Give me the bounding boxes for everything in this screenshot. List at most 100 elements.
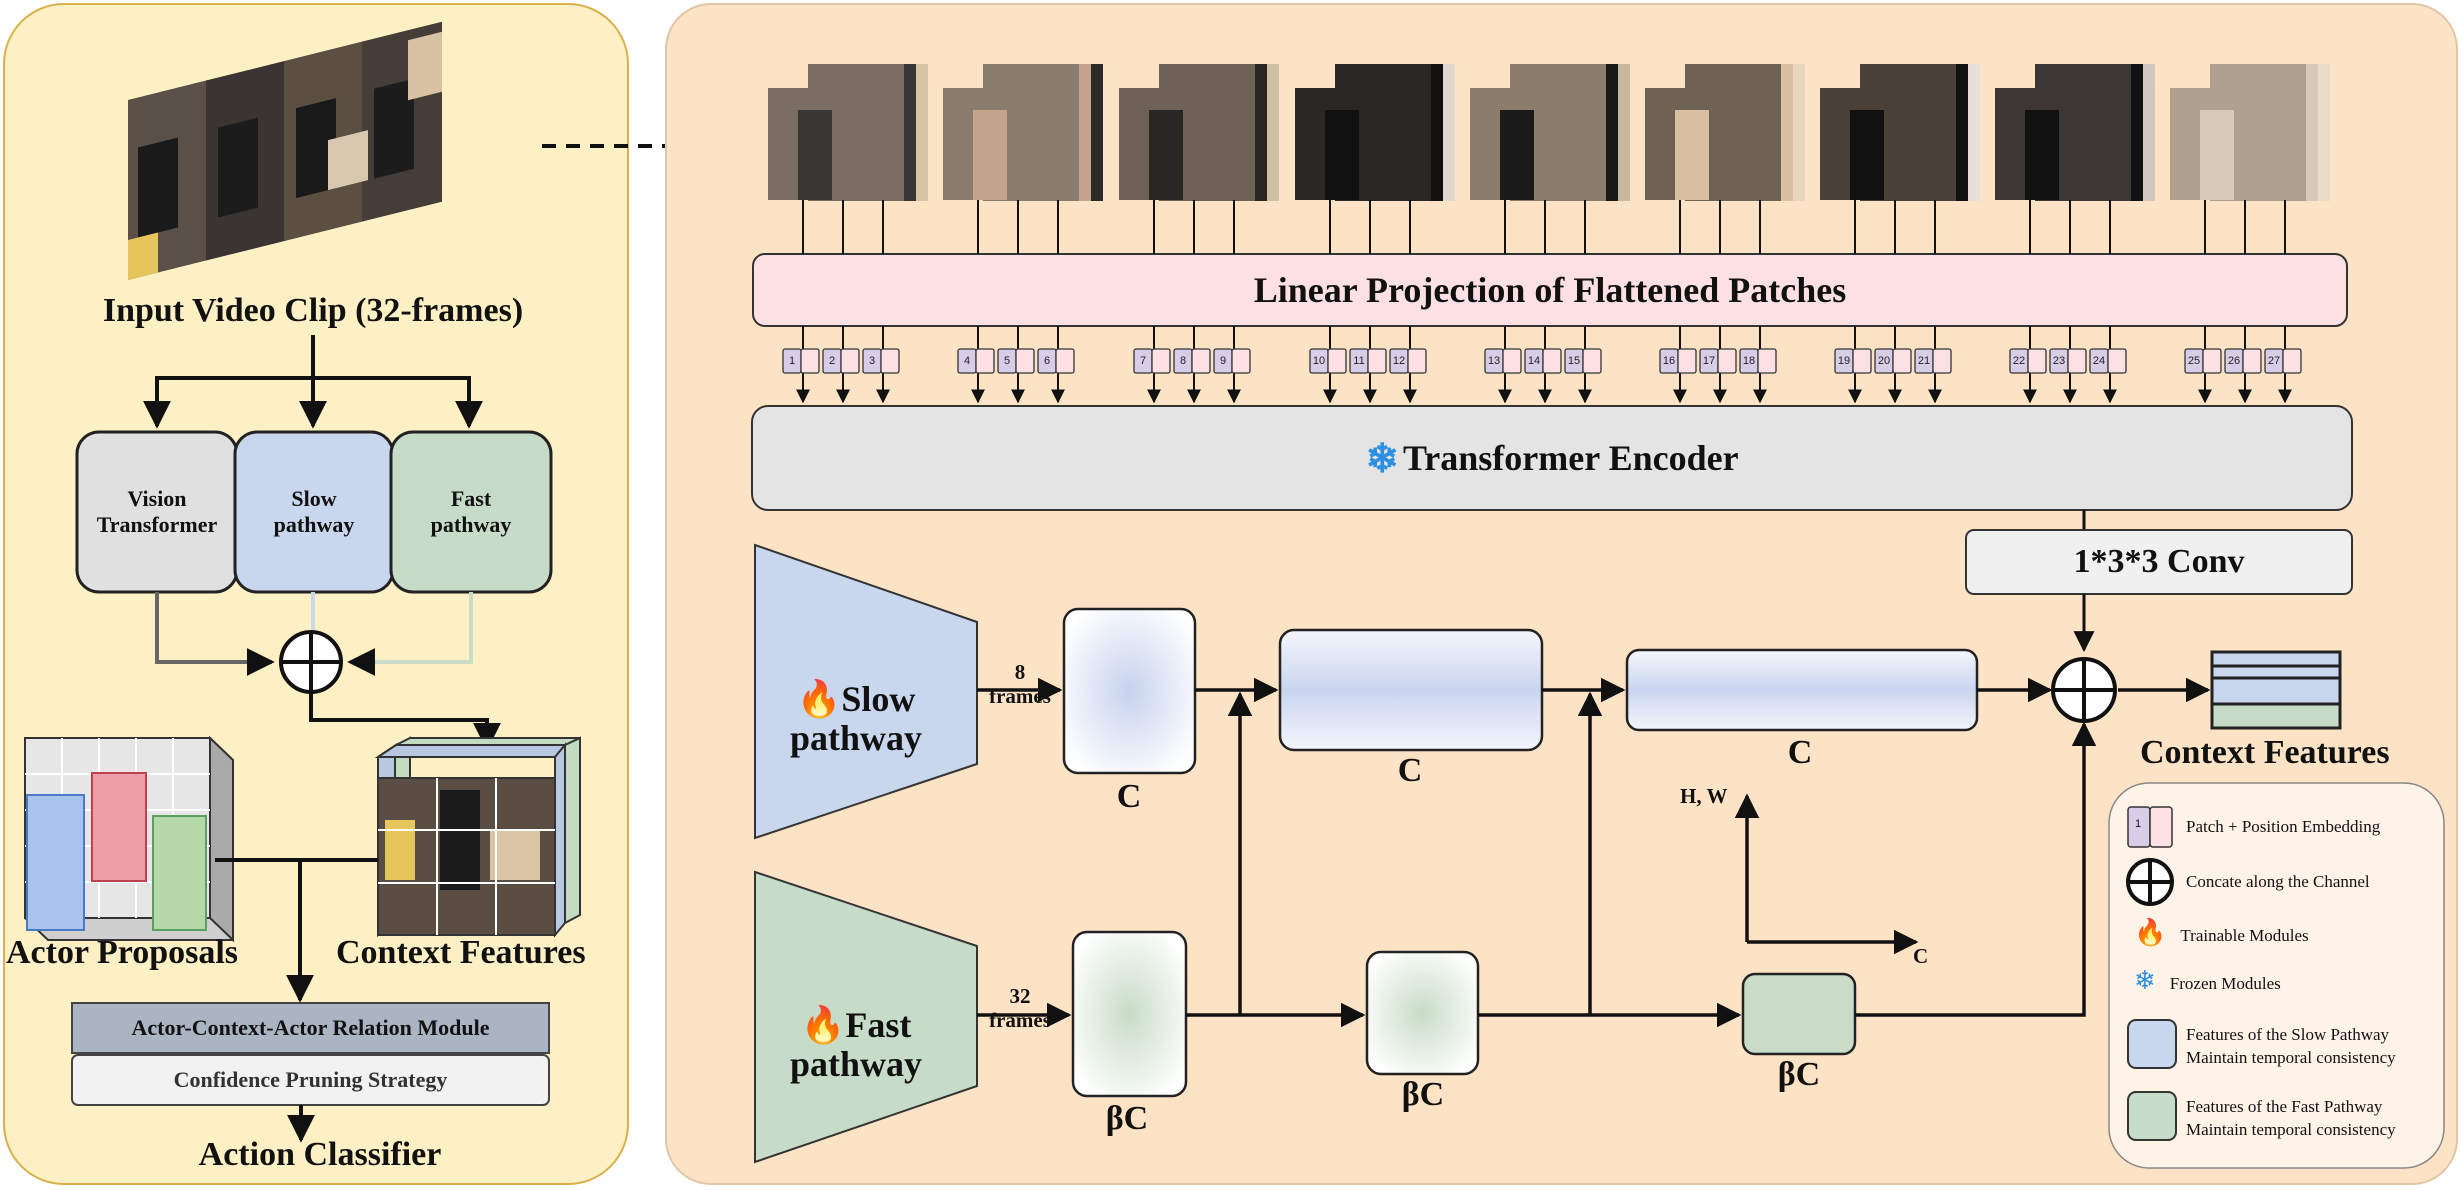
linear-projection-box [752,253,2348,327]
token-number: 8 [1179,355,1187,367]
token-patch-box [1932,348,1952,374]
token-patch-box [2202,348,2222,374]
token-patch-box [2107,348,2127,374]
legend-item-frozen: ❄Frozen Modules [2134,966,2281,996]
frame-patches [768,64,2330,201]
legend-item-trainable-text: Trainable Modules [2180,926,2309,945]
fast-feature-3-label: βC [1777,1056,1821,1093]
token-patch-box [1502,348,1522,374]
token-boxes [782,348,2302,374]
axes [1734,793,1919,955]
video-frame-figure [2200,110,2234,200]
token-number: 6 [1043,355,1051,367]
transformer-encoder-text: Transformer Encoder [1402,438,1739,478]
video-frame-figure [1675,110,1709,200]
token-number: 27 [2267,355,2281,367]
conv-label: 1*3*3 Conv [2073,543,2245,580]
token-patch-box [1407,348,1427,374]
token-patch-box [2067,348,2087,374]
token-number: 19 [1837,355,1851,367]
token-patch-box [975,348,995,374]
legend-token-swatch [2127,806,2173,848]
fire-icon: 🔥 [800,1004,846,1045]
actor-proposals-cube [24,735,234,943]
actor-proposals-label: Actor Proposals [6,934,239,971]
legend-plus-circle-icon [2126,858,2174,906]
token-number: 12 [1392,355,1406,367]
fire-icon: 🔥 [796,678,842,719]
legend-token-digit: 1 [2135,818,2142,830]
conv-box [1965,529,2353,595]
token-number: 18 [1742,355,1756,367]
fast-trapezoid-text: Fast pathway [790,1004,923,1085]
axis-y-label: H, W [1680,784,1728,808]
relation-module-label: Actor-Context-Actor Relation Module [131,1015,490,1040]
token-patch-box [2282,348,2302,374]
output-feature-stack [2210,650,2342,730]
output-plus-circle-icon [2051,657,2117,723]
token-patch-box [1757,348,1777,374]
slow-frames-label: 8 frames [989,660,1051,709]
video-frame-figure [1149,110,1183,200]
token-number: 16 [1662,355,1676,367]
token-number: 23 [2052,355,2066,367]
token-number: 3 [868,355,876,367]
fast-feature-1-label: βC [1105,1100,1149,1137]
token-number: 15 [1567,355,1581,367]
slow-feature-1 [1062,607,1197,775]
fast-pathway-label: Fast pathway [430,486,512,537]
token-patch-box [2242,348,2262,374]
token-number: 25 [2187,355,2201,367]
token-number: 4 [963,355,971,367]
plus-circle-icon [279,630,343,694]
token-patch-box [880,348,900,374]
legend-item-concat: Concate along the Channel [2186,872,2370,891]
token-patch-box [840,348,860,374]
token-patch-box [1191,348,1211,374]
token-number: 20 [1877,355,1891,367]
slow-feature-1-label: C [1116,778,1142,815]
axis-x-label: C [1913,944,1929,968]
token-patch-box [1852,348,1872,374]
fast-trapezoid-label: 🔥Fast pathway [790,966,922,1085]
input-video-frames [128,21,442,281]
pathway-flow-arrows [977,677,2211,1028]
transformer-encoder-box [751,405,2353,511]
legend-item-frozen-text: Frozen Modules [2169,974,2281,993]
output-context-label: Context Features [2140,734,2390,771]
token-patch-box [1892,348,1912,374]
token-number: 2 [828,355,836,367]
slow-trapezoid-label: 🔥Slow pathway [790,640,922,759]
video-frame-figure [1500,110,1534,200]
token-number: 10 [1312,355,1326,367]
vision-transformer-label: Vision Transformer [96,486,218,537]
legend-item-fast: Features of the Fast Pathway Maintain te… [2186,1097,2396,1139]
legend-item-patch: Patch + Position Embedding [2186,817,2381,836]
merge-lines [155,592,473,676]
slow-feature-2-label: C [1397,752,1423,789]
video-frame-figure [1850,110,1884,200]
legend-item-slow: Features of the Slow Pathway Maintain te… [2186,1025,2396,1067]
token-patch-box [1542,348,1562,374]
video-frame-figure [973,110,1007,200]
fast-feature-2-label: βC [1401,1076,1445,1113]
token-patch-box [1717,348,1737,374]
token-patch-box [1231,348,1251,374]
legend-item-trainable: 🔥Trainable Modules [2134,918,2309,948]
video-frame-figure [798,110,832,200]
slow-feature-2 [1278,628,1544,752]
token-number: 21 [1917,355,1931,367]
token-patch-box [1327,348,1347,374]
slow-feature-3-label: C [1787,734,1813,771]
transformer-encoder-label: ❄Transformer Encoder [752,406,2352,510]
input-branch-arrows [143,335,483,429]
token-number: 13 [1487,355,1501,367]
fast-feature-2 [1365,950,1480,1076]
token-number: 9 [1219,355,1227,367]
fast-pathway-trapezoid [754,870,978,1164]
token-number: 24 [2092,355,2106,367]
video-frame-figure [1325,110,1359,200]
relation-input-lines [215,858,378,1003]
pruning-label: Confidence Pruning Strategy [173,1067,448,1092]
token-patch-box [2027,348,2047,374]
